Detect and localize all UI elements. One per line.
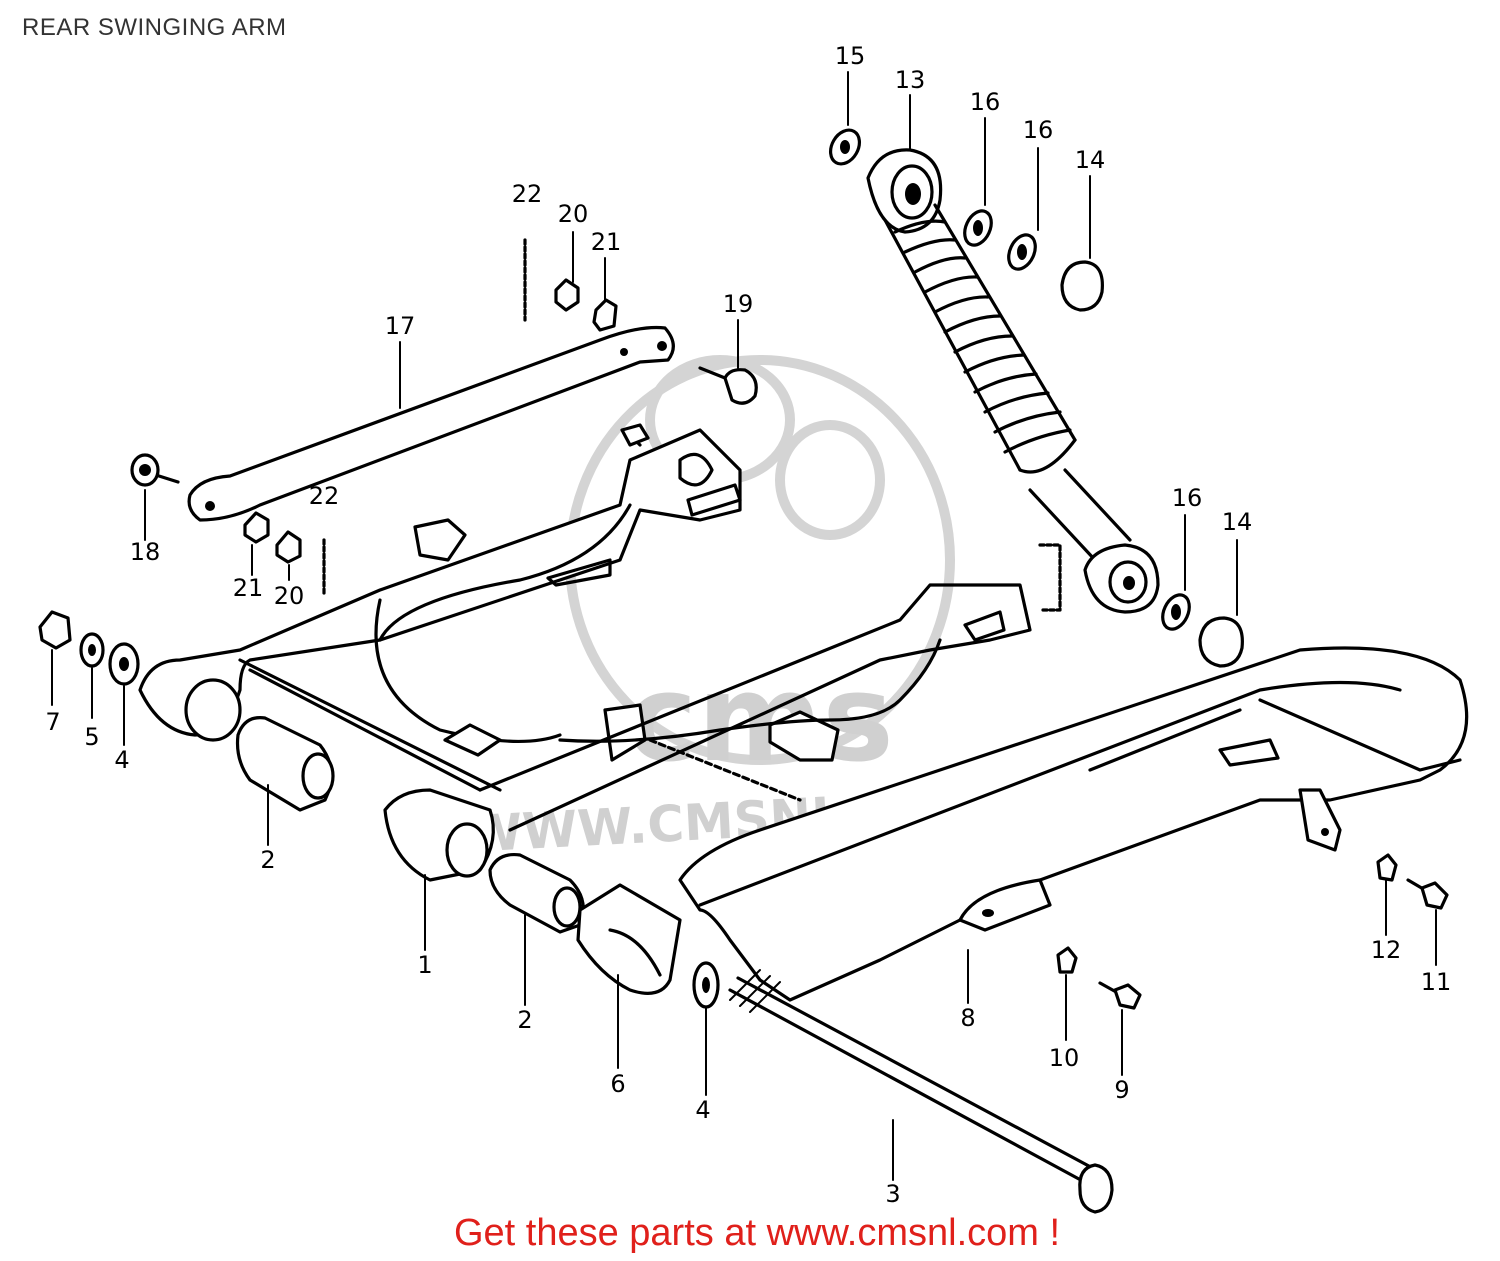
callout-8: 8 [960, 1004, 975, 1032]
chain-case [678, 646, 1469, 1002]
shock-top-hardware [828, 128, 1244, 668]
callout-4: 4 [695, 1096, 710, 1124]
callouts: 15 13 16 16 14 22 20 21 19 17 18 22 21 2… [45, 42, 1451, 1208]
callout-3: 3 [885, 1180, 900, 1208]
promo-link[interactable]: Get these parts at www.cmsnl.com ! [453, 1212, 1061, 1254]
bushings [38, 610, 720, 1009]
callout-15: 15 [835, 42, 866, 70]
callout-22: 22 [309, 482, 340, 510]
callout-18: 18 [130, 538, 161, 566]
rear-shock-absorber [866, 148, 1160, 614]
callout-21: 21 [233, 574, 264, 602]
callout-14: 14 [1222, 508, 1253, 536]
callout-21: 21 [591, 228, 622, 256]
callout-9: 9 [1114, 1076, 1129, 1104]
callout-17: 17 [385, 312, 416, 340]
callout-2: 2 [260, 846, 275, 874]
swing-arm [138, 423, 1062, 882]
callout-4: 4 [114, 746, 129, 774]
leader-lines [51, 71, 1437, 1181]
callout-20: 20 [274, 582, 305, 610]
callout-16: 16 [1172, 484, 1203, 512]
callout-16: 16 [970, 88, 1001, 116]
torque-arm [130, 238, 758, 597]
callout-20: 20 [558, 200, 589, 228]
page-title: REAR SWINGING ARM [22, 14, 287, 41]
callout-6: 6 [610, 1070, 625, 1098]
callout-14: 14 [1075, 146, 1106, 174]
callout-1: 1 [417, 951, 432, 979]
callout-12: 12 [1371, 936, 1402, 964]
callout-11: 11 [1421, 968, 1452, 996]
callout-22: 22 [512, 180, 543, 208]
callout-7: 7 [45, 708, 60, 736]
chain-case-bolts [1056, 853, 1449, 1010]
callout-10: 10 [1049, 1044, 1080, 1072]
callout-16: 16 [1023, 116, 1054, 144]
pivot-shaft [728, 969, 1114, 1214]
callout-5: 5 [84, 723, 99, 751]
callout-13: 13 [895, 66, 926, 94]
callout-19: 19 [723, 290, 754, 318]
callout-2: 2 [517, 1006, 532, 1034]
